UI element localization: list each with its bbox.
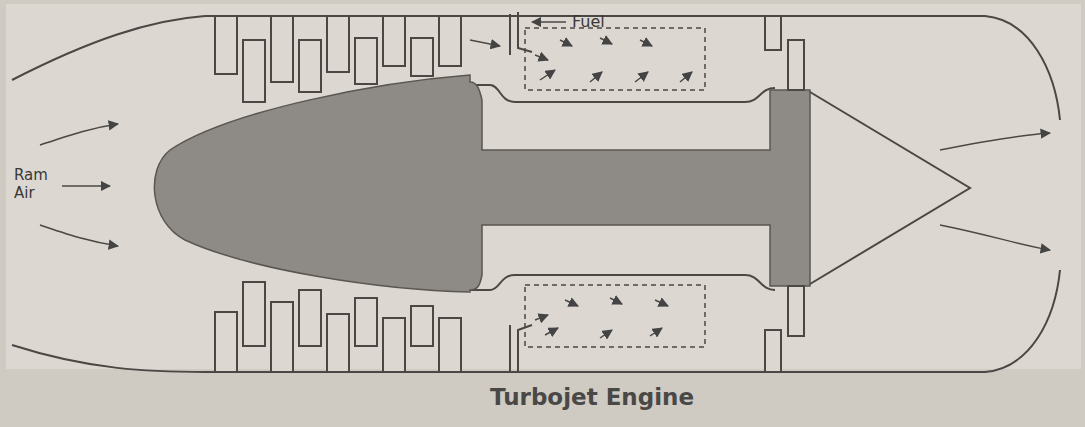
air-label: Ram Air — [14, 166, 56, 202]
caption: Turbojet Engine — [490, 384, 694, 410]
fuel-label: Fuel — [572, 12, 605, 31]
